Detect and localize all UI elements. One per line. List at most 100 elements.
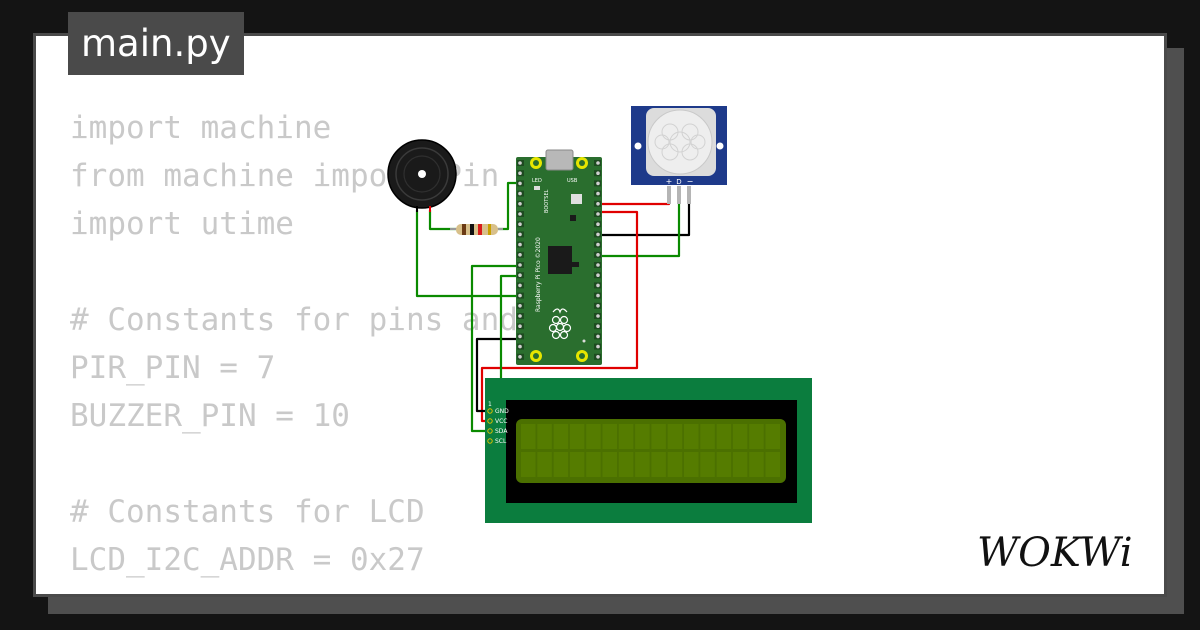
lcd-pin-gnd-label: GND [495, 408, 509, 415]
pico-pin-pad [596, 161, 600, 165]
wire-buzzer-resistor [428, 210, 456, 231]
pico-pin-pad [518, 161, 522, 165]
lcd-cell [667, 424, 683, 449]
lcd-cell [618, 424, 634, 449]
lcd-cell [602, 452, 617, 477]
code-line: # Constants for LCD [70, 494, 425, 530]
pir-sensor[interactable]: + D − [631, 106, 727, 204]
pico-right-pins [594, 160, 601, 360]
pico-pin-pad [596, 212, 600, 216]
pico-pin-pad [596, 334, 600, 339]
wokwi-logo: WOKWi [977, 530, 1133, 576]
wire-lcd-vcc [480, 210, 639, 423]
pico-pin-pad [518, 202, 522, 206]
pico-pin-pad [596, 324, 600, 329]
led-icon [534, 186, 540, 190]
pico-pin-pad [596, 232, 600, 237]
pico-pin-pad [518, 304, 522, 308]
pico-pin-pad [596, 253, 600, 257]
pico-pin-pad [518, 253, 522, 257]
usb-connector [545, 149, 574, 171]
wire-lcd-gnd [475, 337, 522, 413]
code-line: BUZZER_PIN = 10 [70, 398, 350, 434]
lcd-cell [684, 452, 699, 477]
lcd-cell [667, 452, 683, 477]
lcd-pin-1-label: 1 [488, 401, 492, 408]
fresnel-lens-icon [654, 123, 706, 161]
mount-hole-icon [634, 142, 642, 150]
pico-pin-pad [596, 344, 600, 349]
pico-pin-pad [518, 171, 522, 175]
lcd-cell [586, 452, 601, 477]
pico-pin-pad [518, 191, 522, 196]
pico-pin-pad [596, 191, 600, 196]
lcd-cell [537, 424, 552, 449]
lcd-cell [700, 424, 715, 449]
lcd-cell [635, 424, 650, 449]
lcd-cell [749, 424, 764, 449]
lcd-cell [521, 424, 536, 449]
code-line: import machine [70, 110, 332, 146]
lcd-cell [618, 452, 634, 477]
lcd-cell [553, 452, 569, 477]
lcd-character-grid [521, 424, 780, 477]
pico-pin-pad [596, 171, 600, 175]
pico-pin-pad [518, 293, 522, 298]
code-line: # Constants for pins and [70, 302, 518, 338]
pir-pin-vcc: + [666, 177, 673, 186]
pico-left-pins [517, 160, 524, 360]
pico-pin-pad [518, 242, 522, 247]
buzzer[interactable] [387, 139, 457, 212]
lcd-cell [765, 452, 780, 477]
pico-pin-pad [596, 304, 600, 308]
file-tab[interactable]: main.py [68, 12, 244, 75]
pico-pin-pad [596, 263, 600, 267]
pico-pin-pad [518, 263, 522, 267]
pico-board-text: Raspberry Pi Pico ©2020 [535, 237, 542, 312]
pico-pin-pad [596, 202, 600, 206]
pico-bootsel-label: BOOTSEL [544, 189, 550, 213]
lcd-cell [684, 424, 699, 449]
pico-pin-pad [518, 314, 522, 318]
pico-pin-pad [518, 344, 522, 349]
pico-pin-pad [518, 212, 522, 216]
lcd-cell [716, 452, 732, 477]
pico-pin-pad [518, 222, 522, 226]
pico-pin-pad [596, 273, 600, 278]
lcd-cell [553, 424, 569, 449]
raspberry-pi-pico[interactable]: LED USB BOOTSEL Raspberry Pi Pico ©2020 [516, 149, 602, 365]
lcd-pin-sda-label: SDA [495, 428, 508, 435]
lcd-cell [569, 424, 585, 449]
wire-pir-out [598, 188, 681, 258]
code-line: import utime [70, 206, 294, 242]
lcd-cell [651, 452, 666, 477]
lcd-cell [732, 452, 748, 477]
lcd-cell [586, 424, 601, 449]
pir-pin-out: D [676, 178, 681, 186]
raspberry-pi-logo-icon [548, 308, 572, 340]
bootsel-button[interactable] [571, 194, 582, 204]
lcd-cell [716, 424, 732, 449]
lcd-cell [651, 424, 666, 449]
pico-pin-pad [518, 232, 522, 237]
lcd-cell [732, 424, 748, 449]
wokwi-logo-text: WOKWi [977, 530, 1133, 576]
lcd-cell [765, 424, 780, 449]
lcd-pin-scl-label: SCL [495, 438, 507, 445]
resistor[interactable] [450, 224, 503, 235]
lcd-cell [635, 452, 650, 477]
pico-pin-pad [596, 293, 600, 298]
mount-hole-icon [716, 142, 724, 150]
pico-pin-pad [518, 324, 522, 329]
lcd-display[interactable]: 1 GND VCC SDA SCL [485, 378, 812, 523]
wires [415, 181, 691, 443]
pico-pin-pad [518, 355, 522, 359]
pico-pin-pad [596, 242, 600, 247]
pico-pin-pad [518, 283, 522, 288]
pico-pin-pad [596, 283, 600, 288]
lcd-pin-vcc-label: VCC [495, 418, 507, 425]
pico-pin-pad [596, 355, 600, 359]
lcd-cell [569, 452, 585, 477]
pico-pin-pad [596, 222, 600, 226]
